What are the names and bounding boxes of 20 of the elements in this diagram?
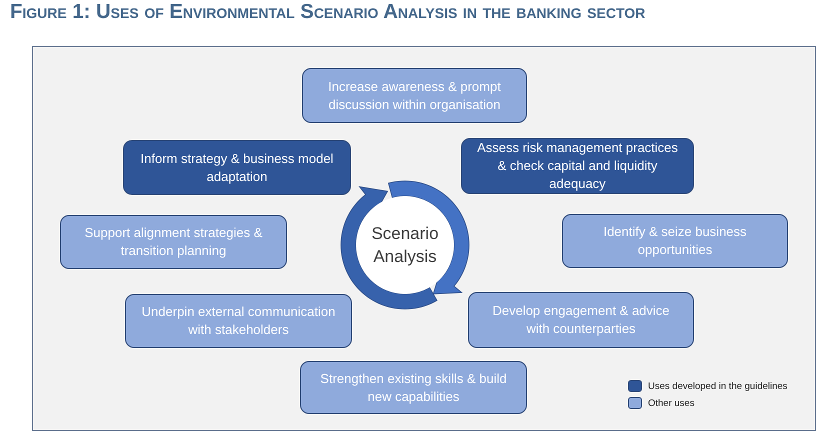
use-box bbox=[300, 361, 527, 414]
legend-label: Uses developed in the guidelines bbox=[648, 380, 788, 392]
use-box bbox=[123, 140, 351, 195]
figure-title: Figure 1: Uses of Environmental Scenario Analysis in the banking sector bbox=[10, 1, 646, 24]
use-label: Assess risk management practices & check capital and liquidity adequacy bbox=[476, 139, 679, 193]
use-box bbox=[562, 214, 788, 268]
use-label: Identify & seize business opportunities bbox=[602, 223, 748, 259]
use-box bbox=[461, 138, 694, 194]
use-label: Increase awareness & prompt discussion within organisation bbox=[327, 78, 502, 114]
legend-label: Other uses bbox=[648, 398, 694, 408]
use-label: Support alignment strategies & transition planning bbox=[84, 224, 264, 260]
use-box bbox=[302, 68, 527, 123]
use-box bbox=[60, 215, 287, 269]
use-label: Inform strategy & business model adaptation bbox=[140, 150, 334, 186]
use-box bbox=[468, 292, 694, 348]
centre-label: Scenario Analysis bbox=[370, 223, 440, 268]
use-label: Develop engagement & advice with counterparties bbox=[491, 302, 671, 338]
use-box bbox=[125, 294, 352, 348]
use-label: Strengthen existing skills & build new capabilities bbox=[319, 370, 508, 406]
use-label: Underpin external communication with stakeholders bbox=[140, 303, 336, 339]
